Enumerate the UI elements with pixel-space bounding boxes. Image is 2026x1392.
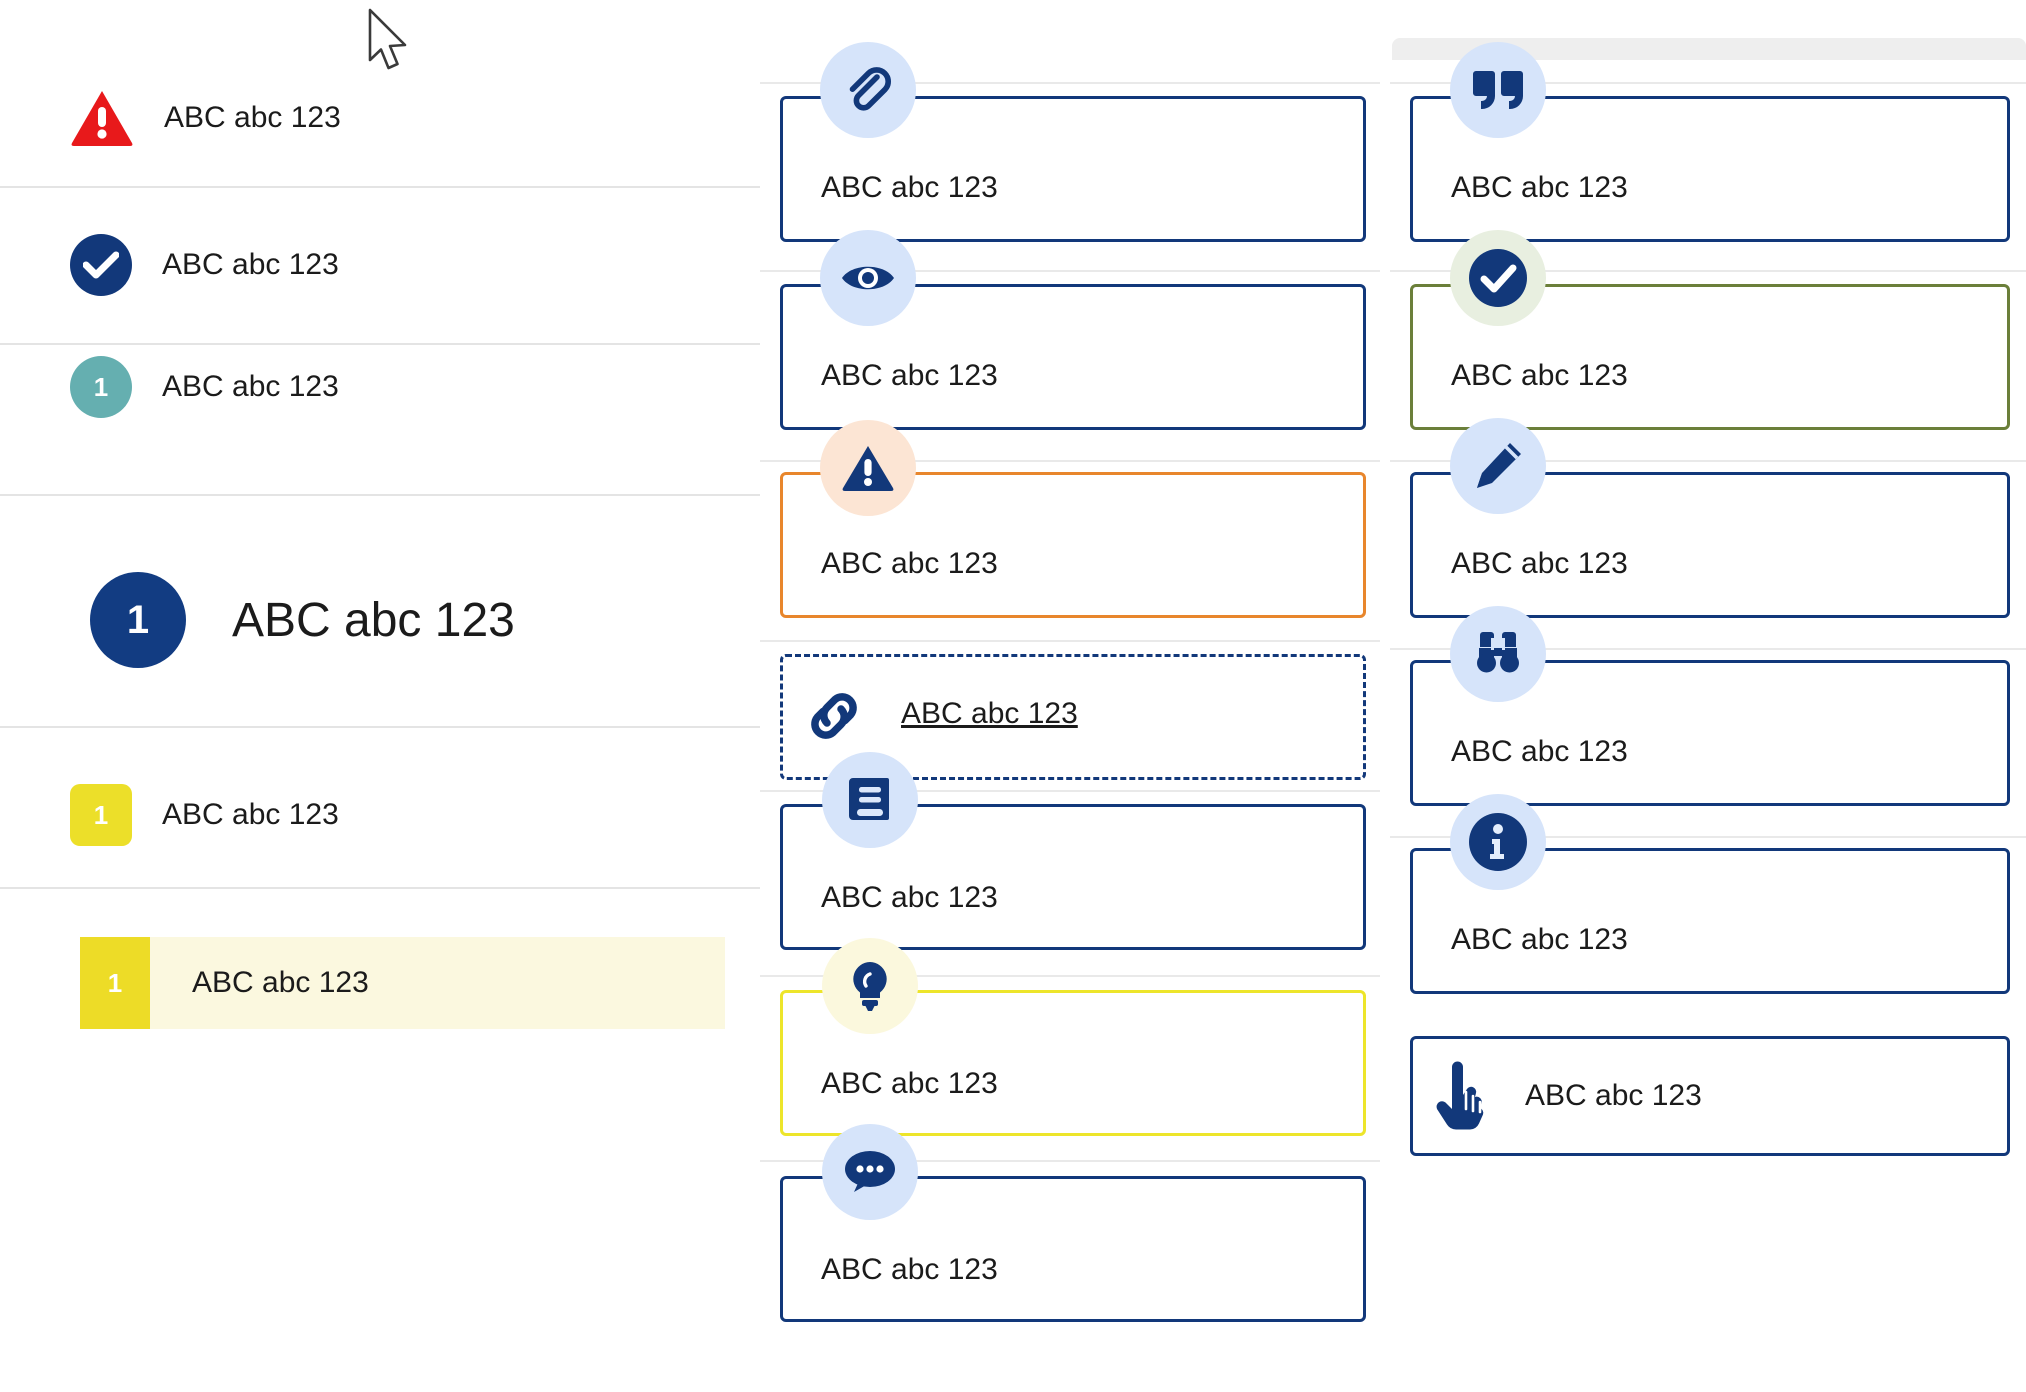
- card-quote[interactable]: ABC abc 123: [1410, 96, 2010, 242]
- divider: [0, 343, 760, 345]
- card-label: ABC abc 123: [1451, 359, 1628, 392]
- divider: [1390, 648, 2026, 650]
- divider: [760, 640, 1380, 642]
- sidebar-item-teal[interactable]: 1 ABC abc 123: [0, 352, 760, 422]
- divider: [1390, 460, 2026, 462]
- card-label: ABC abc 123: [1451, 735, 1628, 768]
- hand-pointer-icon: [1431, 1061, 1493, 1138]
- panel-top-edge: [1392, 38, 2026, 60]
- divider: [760, 82, 1380, 84]
- divider: [760, 790, 1380, 792]
- divider: [760, 460, 1380, 462]
- card-label: ABC abc 123: [821, 171, 998, 204]
- card-link-label[interactable]: ABC abc 123: [901, 697, 1078, 730]
- card-label: ABC abc 123: [821, 1253, 998, 1286]
- warning-triangle-icon: [70, 89, 134, 147]
- number-circle-large-icon: 1: [90, 572, 186, 668]
- paperclip-icon: [820, 42, 916, 138]
- link-chain-icon: [803, 685, 865, 752]
- sidebar-item-label: ABC abc 123: [162, 798, 339, 831]
- lightbulb-icon: [822, 938, 918, 1034]
- speech-bubble-icon: [822, 1124, 918, 1220]
- card-label: ABC abc 123: [821, 881, 998, 914]
- divider: [1390, 836, 2026, 838]
- divider: [1390, 82, 2026, 84]
- quote-marks-icon: [1450, 42, 1546, 138]
- number-bar-icon: 1: [80, 937, 150, 1029]
- divider: [1390, 270, 2026, 272]
- card-label: ABC abc 123: [1451, 923, 1628, 956]
- card-label: ABC abc 123: [821, 1067, 998, 1100]
- card-label: ABC abc 123: [821, 359, 998, 392]
- card-label: ABC abc 123: [1525, 1079, 1702, 1112]
- divider: [0, 186, 760, 188]
- info-circle-icon: [1450, 794, 1546, 890]
- number-circle-icon: 1: [70, 356, 132, 418]
- divider: [760, 975, 1380, 977]
- left-panel: ABC abc 123 ABC abc 123 1 ABC abc 123 1 …: [0, 0, 760, 1392]
- card-label: ABC abc 123: [1451, 171, 1628, 204]
- number-square-icon: 1: [70, 784, 132, 846]
- check-circle-icon: [70, 234, 132, 296]
- divider: [0, 494, 760, 496]
- pencil-icon: [1450, 418, 1546, 514]
- card-label: ABC abc 123: [1451, 547, 1628, 580]
- badge-number: 1: [126, 598, 150, 642]
- badge-number: 1: [107, 967, 123, 998]
- divider: [0, 726, 760, 728]
- divider: [0, 887, 760, 889]
- check-circle-icon: [1450, 230, 1546, 326]
- sidebar-item-yellow[interactable]: 1 ABC abc 123: [0, 780, 760, 850]
- binoculars-icon: [1450, 606, 1546, 702]
- middle-column: ABC abc 123 ABC abc 123 ABC abc 123: [760, 0, 1380, 1392]
- sidebar-item-label: ABC abc 123: [164, 101, 341, 134]
- right-column: ABC abc 123 ABC abc 123 ABC abc 123 ABC …: [1390, 0, 2026, 1392]
- sidebar-item-label: ABC abc 123: [192, 966, 369, 999]
- eye-icon: [820, 230, 916, 326]
- sidebar-item-selected[interactable]: 1 ABC abc 123: [80, 937, 725, 1029]
- sidebar-item-label: ABC abc 123: [162, 248, 339, 281]
- divider: [760, 270, 1380, 272]
- badge-number: 1: [93, 799, 109, 830]
- divider: [760, 1160, 1380, 1162]
- card-label: ABC abc 123: [821, 547, 998, 580]
- mouse-pointer-icon: [366, 8, 412, 74]
- sidebar-item-success[interactable]: ABC abc 123: [0, 230, 760, 300]
- book-icon: [822, 752, 918, 848]
- page-title: ABC abc 123: [232, 593, 515, 647]
- card-action[interactable]: ABC abc 123: [1410, 1036, 2010, 1156]
- card-tip[interactable]: ABC abc 123: [780, 990, 1366, 1136]
- warning-triangle-icon: [820, 420, 916, 516]
- sidebar-item-label: ABC abc 123: [162, 370, 339, 403]
- badge-number: 1: [93, 372, 109, 402]
- sidebar-item-error[interactable]: ABC abc 123: [0, 78, 760, 158]
- sidebar-item-heading[interactable]: 1 ABC abc 123: [0, 572, 760, 668]
